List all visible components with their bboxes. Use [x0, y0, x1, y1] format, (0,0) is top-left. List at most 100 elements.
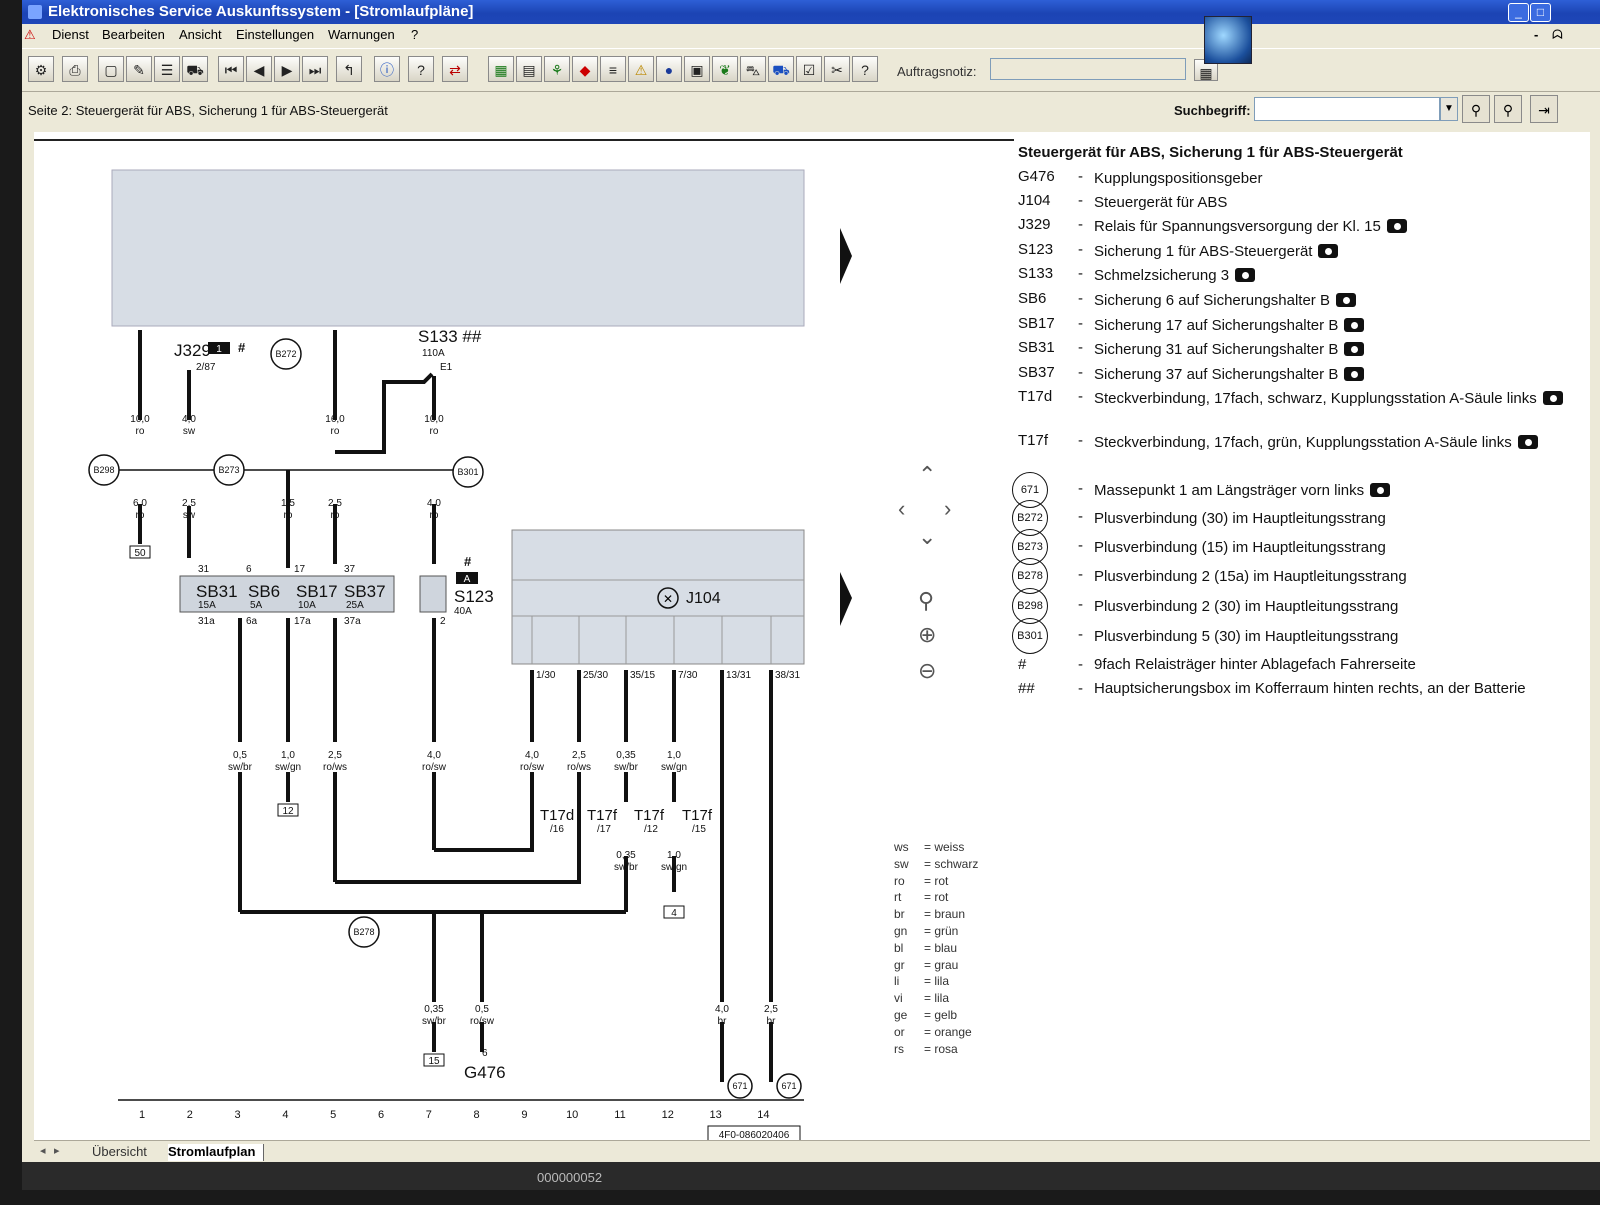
svg-text:1,0: 1,0: [281, 750, 295, 761]
calendar-icon[interactable]: ▦: [1194, 59, 1218, 81]
legend-dash: -: [1078, 168, 1083, 185]
track-number: 12: [662, 1109, 674, 1121]
tool-icon[interactable]: ⚙: [28, 56, 54, 82]
tab-next-icon[interactable]: ▸: [54, 1145, 60, 1157]
camera-icon[interactable]: [1318, 244, 1339, 258]
menu-einstellungen[interactable]: Einstellungen: [236, 27, 315, 42]
search-export-icon[interactable]: ⇥: [1530, 95, 1558, 123]
info-icon[interactable]: ⓘ: [374, 56, 400, 82]
next-section-arrow-icon[interactable]: [840, 228, 852, 284]
minimize-button[interactable]: _: [1508, 3, 1529, 22]
color-name: = schwarz: [924, 856, 979, 871]
previous-page-icon[interactable]: ◀: [246, 56, 272, 82]
print-icon[interactable]: ⎙: [62, 56, 88, 82]
menu-bearbeiten[interactable]: Bearbeiten: [102, 27, 165, 42]
svg-text:37: 37: [344, 564, 356, 575]
search-next-icon[interactable]: ⚲: [1494, 95, 1522, 123]
svg-text:1/30: 1/30: [536, 670, 556, 681]
globe-icon[interactable]: ●: [656, 56, 682, 82]
diagnosis-icon[interactable]: ⚘: [544, 56, 570, 82]
question-icon[interactable]: ?: [852, 56, 878, 82]
svg-text:4,0: 4,0: [525, 750, 539, 761]
camera-icon[interactable]: [1344, 318, 1365, 332]
vehicle-icon[interactable]: ⛟: [182, 56, 208, 82]
last-page-icon[interactable]: ⏭: [302, 56, 328, 82]
tab-prev-icon[interactable]: ◂: [40, 1145, 46, 1157]
legend-dash: -: [1078, 241, 1083, 258]
car-icon[interactable]: ⛍: [740, 56, 766, 82]
connector-symbol: B301: [1012, 618, 1048, 654]
svg-text:ro: ro: [284, 510, 293, 521]
camera-icon[interactable]: [1542, 391, 1563, 405]
help-icon[interactable]: ?: [408, 56, 434, 82]
menu-warnungen[interactable]: Warnungen: [328, 27, 395, 42]
camera-icon[interactable]: [1517, 435, 1538, 449]
svg-text:sw/br: sw/br: [614, 762, 639, 773]
search-input[interactable]: [1254, 97, 1440, 121]
next-section-arrow-icon[interactable]: [840, 572, 852, 626]
svg-text:0,35: 0,35: [616, 850, 636, 861]
search-icon[interactable]: ⚲: [1462, 95, 1490, 123]
legend-dash: -: [1078, 537, 1083, 554]
swap-icon[interactable]: ⇄: [442, 56, 468, 82]
svg-text:T17f: T17f: [682, 807, 713, 824]
camera-icon[interactable]: [1370, 483, 1391, 497]
search-label: Suchbegriff:: [1174, 103, 1251, 118]
pan-up-icon[interactable]: ⌃: [918, 462, 937, 487]
search-dropdown-icon[interactable]: ▼: [1440, 97, 1458, 121]
list-icon[interactable]: ≡: [600, 56, 626, 82]
document-list-icon[interactable]: ☰: [154, 56, 180, 82]
camera-icon[interactable]: [1386, 219, 1407, 233]
color-abbr: gn: [894, 923, 908, 938]
tools-icon[interactable]: ✂: [824, 56, 850, 82]
svg-text:ro: ro: [136, 426, 145, 437]
menu-ansicht[interactable]: Ansicht: [179, 27, 222, 42]
camera-icon[interactable]: [1235, 268, 1256, 282]
svg-text:ro/sw: ro/sw: [470, 1016, 495, 1027]
tab-uebersicht[interactable]: Übersicht: [92, 1144, 147, 1159]
first-page-icon[interactable]: ⏮: [218, 56, 244, 82]
new-document-icon[interactable]: ▢: [98, 56, 124, 82]
leaf-icon[interactable]: ❦: [712, 56, 738, 82]
zoom-in-icon[interactable]: ⊕: [918, 622, 937, 647]
mdi-restore-button[interactable]: ᗣ: [1552, 27, 1563, 42]
svg-text:0,5: 0,5: [475, 1004, 489, 1015]
svg-text:ro/ws: ro/ws: [323, 762, 347, 773]
tab-stromlaufplan[interactable]: Stromlaufplan: [168, 1144, 265, 1161]
camera-icon[interactable]: [1344, 367, 1365, 381]
calculator-icon[interactable]: ▤: [516, 56, 542, 82]
book-icon[interactable]: ◆: [572, 56, 598, 82]
track-number: 8: [474, 1109, 480, 1121]
edit-document-icon[interactable]: ✎: [126, 56, 152, 82]
warning-tool-icon[interactable]: ⚠: [628, 56, 654, 82]
color-abbr: sw: [894, 856, 909, 871]
mdi-minimize-button[interactable]: -: [1534, 27, 1539, 42]
color-name: = lila: [924, 974, 950, 989]
note-input[interactable]: [990, 58, 1186, 80]
svg-text:0,5: 0,5: [233, 750, 247, 761]
svg-text:sw/gn: sw/gn: [275, 762, 301, 773]
save-icon[interactable]: ▣: [684, 56, 710, 82]
menu-help[interactable]: ?: [411, 27, 419, 42]
truck-icon[interactable]: ⛟: [768, 56, 794, 82]
next-page-icon[interactable]: ▶: [274, 56, 300, 82]
track-number: 1: [139, 1109, 145, 1121]
pan-left-icon[interactable]: ‹: [898, 496, 906, 521]
camera-icon[interactable]: [1344, 342, 1365, 356]
svg-text:2,5: 2,5: [764, 1004, 778, 1015]
svg-text:0,35: 0,35: [616, 750, 636, 761]
module-icon[interactable]: ▦: [488, 56, 514, 82]
zoom-icon[interactable]: ⚲: [918, 588, 935, 613]
camera-icon[interactable]: [1335, 293, 1356, 307]
svg-text:ro/sw: ro/sw: [520, 762, 545, 773]
checklist-icon[interactable]: ☑: [796, 56, 822, 82]
pan-right-icon[interactable]: ›: [944, 496, 952, 521]
color-name: = lila: [924, 991, 950, 1006]
maximize-button[interactable]: □: [1530, 3, 1551, 22]
back-icon[interactable]: ↰: [336, 56, 362, 82]
svg-text:4,0: 4,0: [427, 498, 441, 509]
zoom-out-icon[interactable]: ⊖: [918, 658, 937, 683]
menu-dienst[interactable]: Dienst: [52, 27, 89, 42]
pan-down-icon[interactable]: ⌄: [918, 524, 937, 549]
legend-code: J329: [1018, 216, 1051, 233]
